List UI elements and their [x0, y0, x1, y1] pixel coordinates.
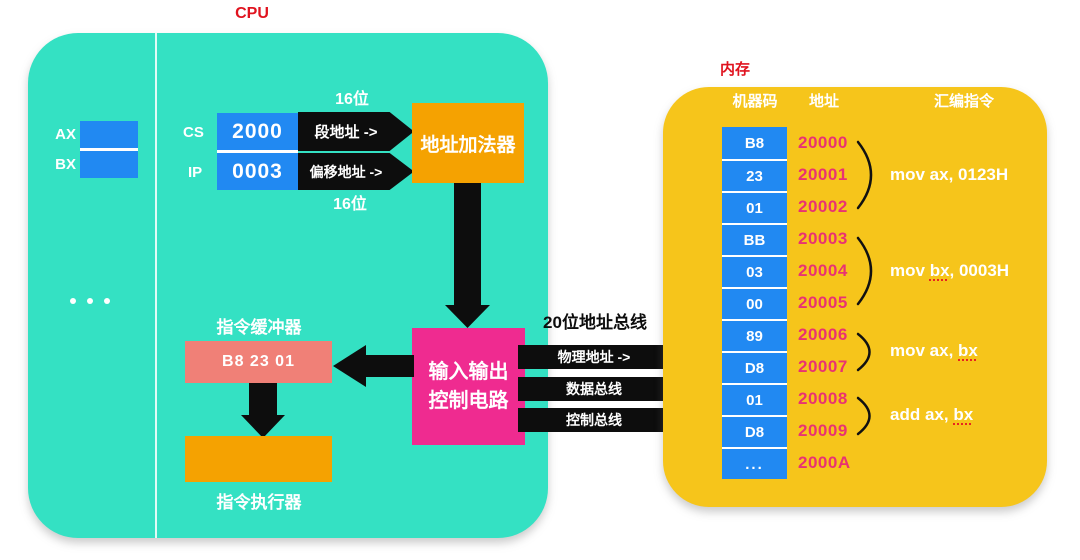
- data-bus-bar: 数据总线: [518, 377, 670, 401]
- address-label: 20002: [798, 197, 848, 216]
- assembly-instruction: add ax, bx: [890, 404, 973, 426]
- machine-code-cell: D8: [722, 351, 787, 383]
- assembly-instruction: mov bx, 0003H: [890, 260, 1009, 282]
- register-ip-value-box: 0003: [217, 153, 298, 190]
- memory-header-assembly: 汇编指令: [933, 93, 994, 110]
- bit16-bottom-label: 16位: [333, 196, 367, 213]
- buffer-down-arrow-shaft: [249, 383, 277, 417]
- ellipsis-dot-icon: [104, 298, 110, 304]
- asm-text: mov ax, 0123H: [890, 165, 1009, 184]
- machine-code-cell: 23: [722, 159, 787, 191]
- instruction-buffer-box: B8 23 01: [185, 341, 332, 383]
- io-control-label-line1: 输入输出: [428, 360, 509, 383]
- register-bx-box: [80, 151, 138, 178]
- bit16-top-label: 16位: [335, 91, 369, 108]
- address-label: 20005: [798, 293, 848, 312]
- asm-underlined-text: bx: [958, 341, 978, 360]
- assembly-instruction: mov ax, bx: [890, 340, 978, 362]
- instruction-buffer-title: 指令缓冲器: [216, 318, 302, 337]
- address-column: 20000 20001 20002 20003 20004 20005 2000…: [798, 127, 858, 479]
- io-control-label-line2: 控制电路: [428, 389, 509, 412]
- machine-code-cell: BB: [722, 223, 787, 255]
- register-ip-label: IP: [188, 164, 203, 181]
- instruction-group-arc: [856, 396, 871, 436]
- machine-code-cell: 01: [722, 191, 787, 223]
- address-label: 20007: [798, 357, 848, 376]
- memory-header-machine-code: 机器码: [732, 93, 778, 110]
- address-label: 20009: [798, 421, 848, 440]
- machine-code-cell-ellipsis: ...: [722, 447, 787, 479]
- address-bus-title: 20位地址总线: [543, 313, 647, 332]
- address-label: 20006: [798, 325, 848, 344]
- physical-address-bus-bar: 物理地址 ->: [518, 345, 670, 369]
- address-label: 20001: [798, 165, 848, 184]
- address-label: 20000: [798, 133, 848, 152]
- register-section-divider: [155, 33, 157, 538]
- machine-code-cell: B8: [744, 134, 765, 152]
- cpu-title: CPU: [235, 5, 269, 22]
- machine-code-cell: 89: [722, 319, 787, 351]
- memory-title: 内存: [720, 61, 751, 78]
- address-adder-box: 地址加法器: [412, 103, 524, 183]
- control-bus-bar: 控制总线: [518, 408, 670, 432]
- register-separator: [80, 148, 138, 151]
- asm-text: mov: [890, 261, 930, 280]
- instruction-group-arc: [856, 236, 873, 306]
- instruction-group-arc: [856, 332, 871, 372]
- ellipsis-dot-icon: [87, 298, 93, 304]
- address-label: 2000A: [798, 453, 851, 472]
- register-separator: [217, 150, 298, 153]
- register-cs-label: CS: [183, 124, 204, 141]
- instruction-executor-box: [185, 436, 332, 482]
- address-label: 20003: [798, 229, 848, 248]
- asm-text: , 0003H: [949, 261, 1010, 280]
- address-label: 20008: [798, 389, 848, 408]
- machine-code-column: B8 23 01 BB 03 00 89 D8 01 D8 ...: [722, 127, 787, 479]
- ellipsis-dot-icon: [70, 298, 76, 304]
- machine-code-cell: 03: [722, 255, 787, 287]
- machine-code-cell: 00: [722, 287, 787, 319]
- assembly-instruction: mov ax, 0123H: [890, 164, 1008, 186]
- register-ax-box: [80, 121, 138, 148]
- memory-header-address: 地址: [808, 93, 839, 110]
- instruction-group-arc: [856, 140, 873, 210]
- machine-code-cell: D8: [722, 415, 787, 447]
- offset-address-arrow: 偏移地址 ->: [298, 153, 414, 190]
- address-label: 20004: [798, 261, 848, 280]
- asm-text: mov ax,: [890, 341, 959, 360]
- register-ax-label: AX: [55, 126, 76, 143]
- asm-underlined-text: bx: [929, 261, 950, 280]
- instruction-executor-title: 指令执行器: [216, 493, 302, 512]
- buffer-left-arrow-shaft: [364, 355, 414, 377]
- register-cs-value-box: 2000: [217, 113, 298, 150]
- asm-underlined-text: bx: [953, 405, 974, 424]
- asm-text: add ax,: [890, 405, 954, 424]
- machine-code-cell: 01: [722, 383, 787, 415]
- io-control-box: 输入输出 控制电路: [412, 328, 525, 445]
- segment-address-arrow: 段地址 ->: [298, 112, 414, 151]
- adder-down-arrow-shaft: [454, 183, 481, 307]
- register-bx-label: BX: [55, 156, 76, 173]
